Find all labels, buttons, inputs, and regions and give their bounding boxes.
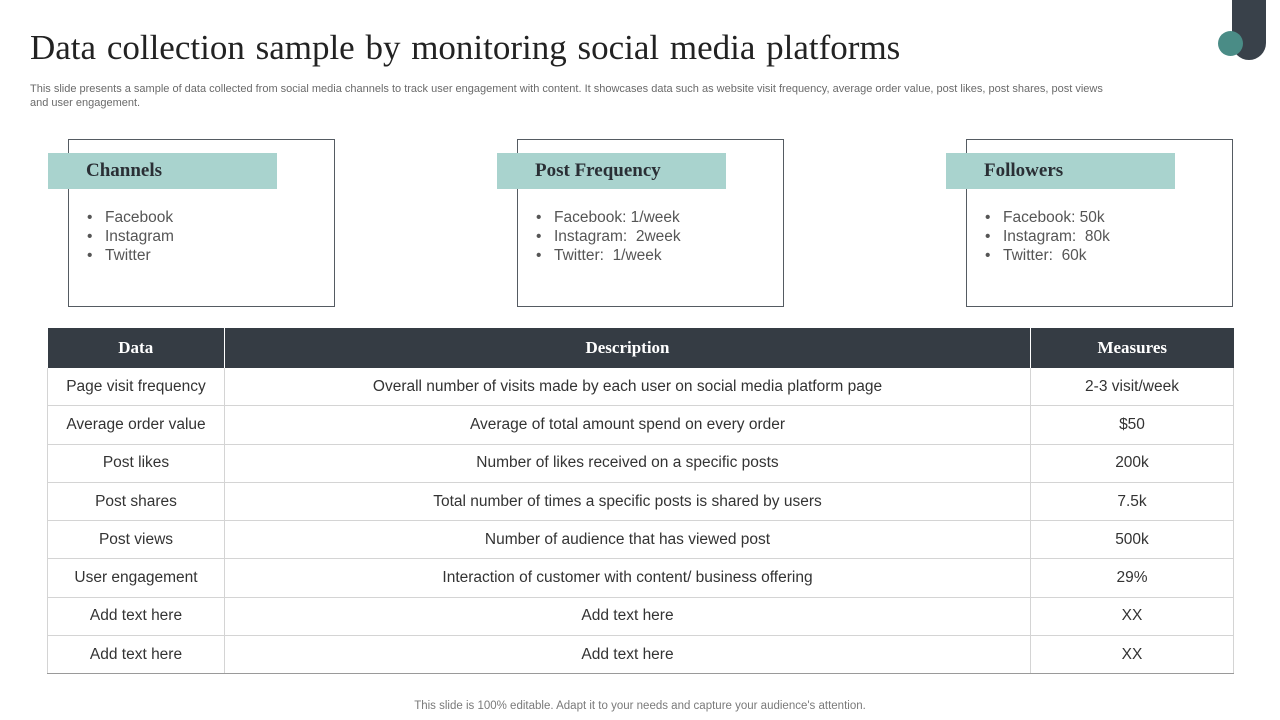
cell-description: Number of audience that has viewed post (224, 520, 1031, 560)
table-row: User engagement Interaction of customer … (47, 558, 1234, 598)
header-description: Description (224, 328, 1031, 368)
cell-measure: 200k (1030, 444, 1234, 483)
cell-description: Add text here (224, 597, 1031, 637)
slide-footer: This slide is 100% editable. Adapt it to… (414, 700, 866, 712)
list-item: Instagram (87, 227, 174, 246)
cell-data: Average order value (47, 405, 225, 445)
cell-measure: XX (1030, 635, 1234, 675)
cell-data: Post views (47, 520, 225, 560)
post-frequency-list: Facebook: 1/week Instagram: 2week Twitte… (536, 208, 681, 265)
channels-card-heading: Channels (48, 153, 277, 189)
cell-data: Add text here (47, 635, 225, 675)
table-row: Add text here Add text here XX (47, 635, 1234, 675)
slide-title: Data collection sample by monitoring soc… (30, 28, 901, 67)
cell-data: Page visit frequency (47, 368, 225, 407)
cell-data: Add text here (47, 597, 225, 637)
list-item: Instagram: 2week (536, 227, 681, 246)
cell-data: Post shares (47, 482, 225, 522)
table-row: Post shares Total number of times a spec… (47, 482, 1234, 522)
slide-subtitle: This slide presents a sample of data col… (30, 83, 1103, 109)
post-frequency-card-heading: Post Frequency (497, 153, 726, 189)
list-item: Facebook: 1/week (536, 208, 681, 227)
cell-description: Overall number of visits made by each us… (224, 368, 1031, 407)
cell-description: Total number of times a specific posts i… (224, 482, 1031, 522)
cell-description: Number of likes received on a specific p… (224, 444, 1031, 483)
table-row: Post likes Number of likes received on a… (47, 444, 1234, 483)
cell-measure: 2-3 visit/week (1030, 368, 1234, 407)
followers-card-heading: Followers (946, 153, 1175, 189)
list-item: Instagram: 80k (985, 227, 1110, 246)
list-item: Twitter: 1/week (536, 246, 681, 265)
data-table: Data Description Measures Page visit fre… (47, 328, 1234, 675)
list-item: Twitter (87, 246, 174, 265)
cell-measure: 500k (1030, 520, 1234, 560)
header-measures: Measures (1030, 328, 1234, 368)
corner-decoration-dot (1218, 31, 1243, 56)
list-item: Twitter: 60k (985, 246, 1110, 265)
cell-description: Interaction of customer with content/ bu… (224, 558, 1031, 598)
cell-measure: 29% (1030, 558, 1234, 598)
table-row: Average order value Average of total amo… (47, 405, 1234, 445)
cell-description: Add text here (224, 635, 1031, 675)
followers-list: Facebook: 50k Instagram: 80k Twitter: 60… (985, 208, 1110, 265)
table-header-row: Data Description Measures (47, 328, 1234, 368)
list-item: Facebook: 50k (985, 208, 1110, 227)
cell-description: Average of total amount spend on every o… (224, 405, 1031, 445)
channels-list: Facebook Instagram Twitter (87, 208, 174, 265)
header-data: Data (47, 328, 225, 368)
table-row: Page visit frequency Overall number of v… (47, 368, 1234, 407)
cell-data: Post likes (47, 444, 225, 483)
cell-measure: $50 (1030, 405, 1234, 445)
cell-measure: XX (1030, 597, 1234, 637)
cell-measure: 7.5k (1030, 482, 1234, 522)
cell-data: User engagement (47, 558, 225, 598)
list-item: Facebook (87, 208, 174, 227)
table-row: Post views Number of audience that has v… (47, 520, 1234, 560)
table-row: Add text here Add text here XX (47, 597, 1234, 637)
